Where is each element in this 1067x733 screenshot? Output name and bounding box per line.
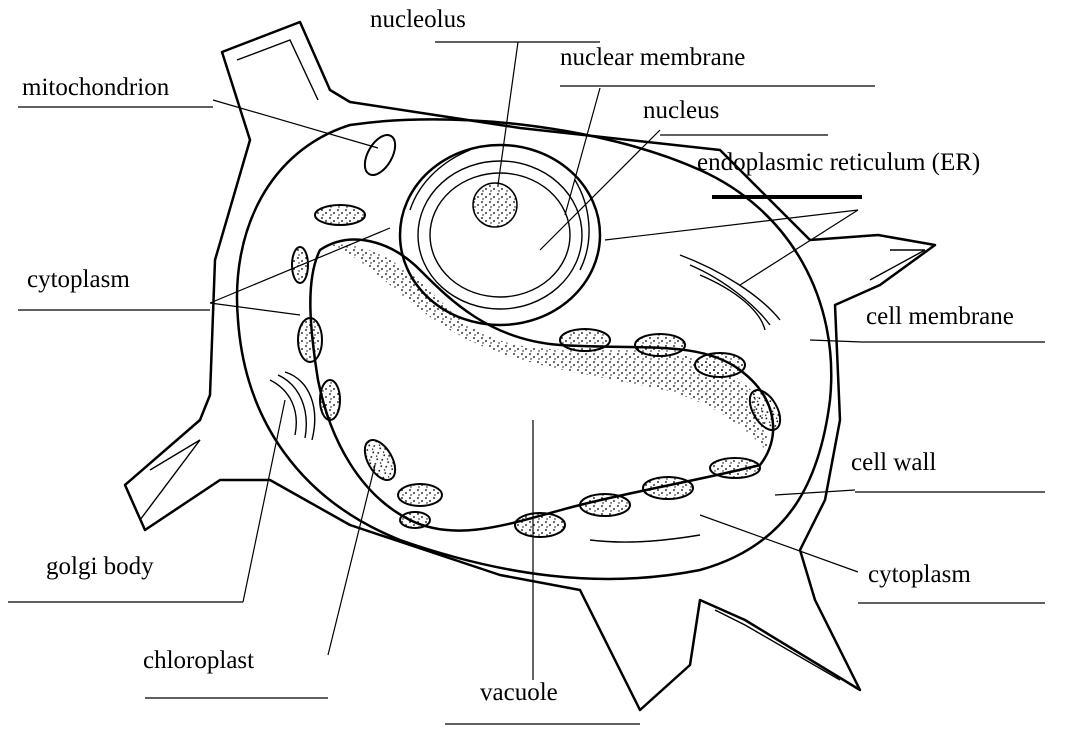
label-vacuole: vacuole — [480, 679, 558, 706]
vacuole — [310, 240, 773, 531]
label-cell-membrane: cell membrane — [866, 303, 1014, 330]
label-nucleus: nucleus — [643, 97, 719, 124]
label-mitochondrion: mitochondrion — [22, 74, 170, 101]
mitochondrion-body — [359, 130, 402, 180]
label-cytoplasm-left: cytoplasm — [27, 266, 130, 293]
label-nuclear-membrane: nuclear membrane — [560, 44, 745, 71]
golgi-body-shape — [270, 372, 315, 440]
nucleolus-body — [473, 183, 517, 227]
label-chloroplast: chloroplast — [143, 647, 254, 674]
label-cytoplasm-right: cytoplasm — [868, 561, 971, 588]
label-golgi-body: golgi body — [46, 553, 154, 580]
answer-blanks — [8, 42, 1045, 724]
label-endoplasmic-reticulum: endoplasmic reticulum (ER) — [697, 149, 980, 176]
organelles — [270, 130, 780, 542]
label-nucleolus: nucleolus — [370, 6, 466, 33]
label-cell-wall: cell wall — [851, 449, 936, 476]
